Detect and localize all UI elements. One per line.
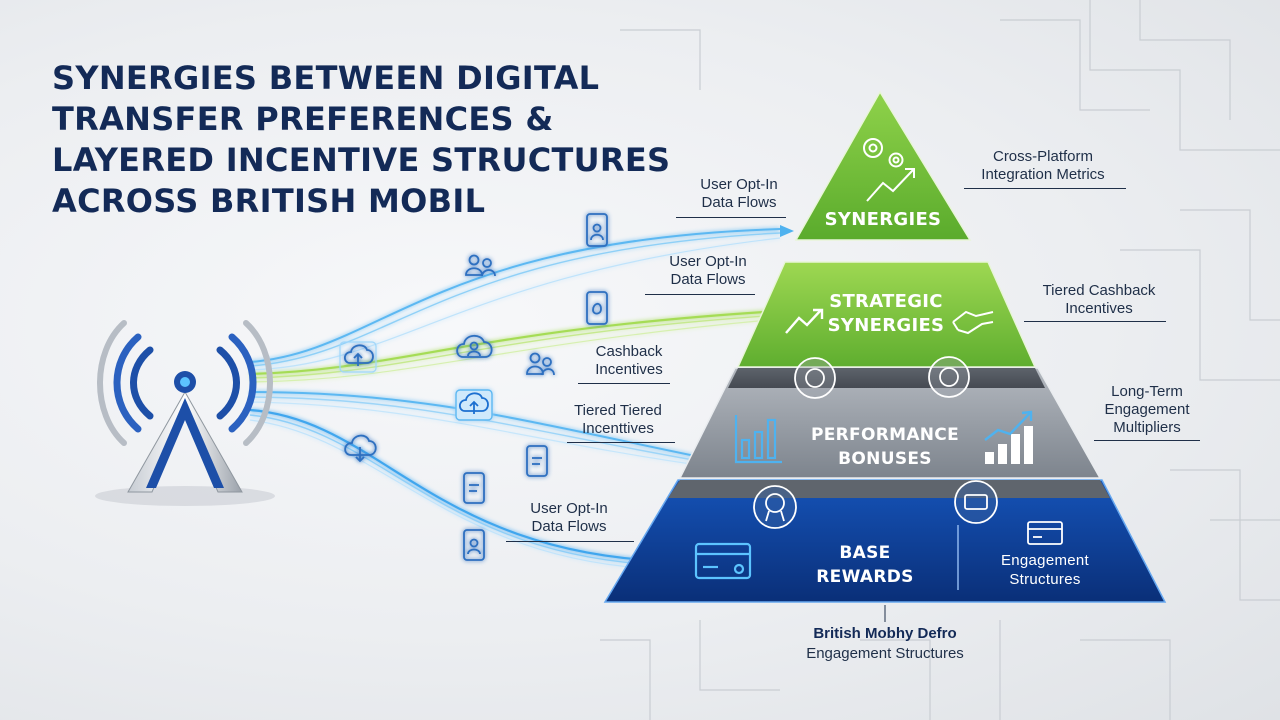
footer-line1: British Mobhy Defro <box>813 625 957 642</box>
reward-badge-icon <box>753 356 998 529</box>
tier-label-synergies: SYNERGIES <box>824 209 942 230</box>
label-cashback-line1: Cashback <box>595 343 663 360</box>
tier-base-line1: BASE <box>839 543 891 563</box>
label-opt-in-bottom-line1: User Opt-In <box>530 500 608 517</box>
label-opt-in-bottom-line2: Data Flows <box>531 518 607 535</box>
tier-label-engagement: Engagement Structures <box>975 551 1115 589</box>
underline <box>676 217 786 218</box>
label-tiered: Tiered Tiered Incenttives <box>557 402 679 438</box>
phone-icon-4 <box>463 472 485 504</box>
tier-label-strategic: STRATEGIC SYNERGIES <box>806 290 966 338</box>
page-title: SYNERGIES BETWEEN DIGITAL TRANSFER PREFE… <box>52 58 692 222</box>
label-tiered-cashback-line2: Incentives <box>1065 300 1133 317</box>
title-line-2: TRANSFER PREFERENCES & <box>52 100 554 138</box>
cloud-user-icon <box>456 334 493 358</box>
label-long-term-line3: Multipliers <box>1113 419 1181 436</box>
tier-label-performance: PERFORMANCE BONUSES <box>795 423 975 471</box>
growth-arrow-icon <box>785 308 824 334</box>
tier-base-band <box>668 480 1110 498</box>
pyramid <box>603 90 1167 622</box>
phone-user-icon <box>463 529 485 561</box>
label-opt-in-bottom: User Opt-In Data Flows <box>506 500 632 536</box>
label-opt-in-top: User Opt-In Data Flows <box>676 176 802 212</box>
underline <box>1094 440 1200 441</box>
label-cross-platform-line1: Cross-Platform <box>992 148 1093 165</box>
growth-chart-icon <box>984 410 1033 464</box>
underline <box>1024 321 1166 322</box>
label-opt-in-mid-line1: User Opt-In <box>669 253 747 270</box>
label-long-term: Long-Term Engagement Multipliers <box>1088 383 1206 437</box>
tier-performance-line2: BONUSES <box>838 449 932 469</box>
label-long-term-line1: Long-Term <box>1111 383 1183 400</box>
signal-tower-icon <box>95 320 275 506</box>
title-line-4: ACROSS BRITISH MOBIL <box>52 182 486 220</box>
title-line-1: SYNERGIES BETWEEN DIGITAL <box>52 59 600 97</box>
label-opt-in-top-line1: User Opt-In <box>700 176 778 193</box>
cloud-download-icon <box>344 434 377 463</box>
label-opt-in-mid-line2: Data Flows <box>670 271 746 288</box>
label-tiered-cashback: Tiered Cashback Incentives <box>1024 282 1174 318</box>
label-opt-in-top-line2: Data Flows <box>701 194 777 211</box>
label-opt-in-mid: User Opt-In Data Flows <box>645 253 771 289</box>
data-flow-streams <box>249 228 781 570</box>
cloud-upload-icon <box>339 341 377 373</box>
users-icon-2 <box>526 352 555 376</box>
gears-growth-icon <box>863 138 915 202</box>
underline <box>567 442 675 443</box>
bar-chart-icon <box>734 415 782 464</box>
tier-base-line2: REWARDS <box>816 567 914 587</box>
tier-strategic-line2: SYNERGIES <box>827 315 945 336</box>
phone-icon-3 <box>526 445 548 477</box>
phone-icon-2 <box>586 291 608 325</box>
underline <box>506 541 634 542</box>
tier-engage-line2: Structures <box>1009 571 1081 588</box>
underline <box>645 294 755 295</box>
tier-synergies-shape <box>794 90 972 241</box>
underline <box>964 188 1126 189</box>
label-tiered-cashback-line1: Tiered Cashback <box>1042 282 1156 299</box>
footer-line2: Engagement Structures <box>806 645 964 662</box>
handshake-icon <box>952 310 994 335</box>
payment-card-icon <box>694 542 752 580</box>
underline <box>578 383 670 384</box>
tier-engage-line1: Engagement <box>1000 552 1090 569</box>
label-tiered-line2: Incenttives <box>582 420 654 437</box>
tier-label-base: BASE REWARDS <box>810 541 920 589</box>
tier-performance-band <box>728 368 1045 388</box>
users-icon <box>465 254 496 277</box>
title-line-3: LAYERED INCENTIVE STRUCTURES <box>52 141 671 179</box>
footer-caption: British Mobhy Defro Engagement Structure… <box>780 624 990 664</box>
label-cross-platform: Cross-Platform Integration Metrics <box>958 148 1128 184</box>
tier-performance-line1: PERFORMANCE <box>810 425 959 445</box>
card-icon-engagement <box>1027 521 1063 545</box>
label-tiered-line1: Tiered Tiered <box>574 402 662 419</box>
flow-node-icons <box>339 213 608 561</box>
label-cashback: Cashback Incentives <box>568 343 690 379</box>
label-cashback-line2: Incentives <box>595 361 663 378</box>
cloud-upload-icon-active <box>455 389 493 421</box>
phone-icon-1 <box>586 213 608 247</box>
label-cross-platform-line2: Integration Metrics <box>981 166 1105 183</box>
tier-strategic-line1: STRATEGIC <box>829 291 943 312</box>
tier-strategic-shape <box>736 261 1037 368</box>
circuit-lines <box>600 0 1280 720</box>
label-long-term-line2: Engagement <box>1104 401 1190 418</box>
